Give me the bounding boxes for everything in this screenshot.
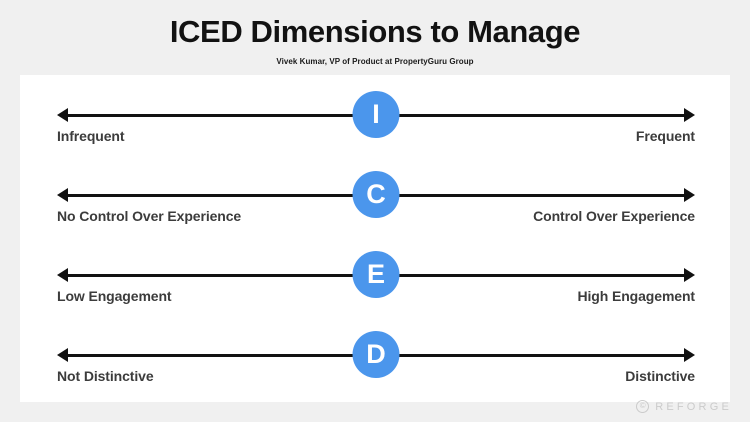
dimension-row-control: C No Control Over Experience Control Ove… bbox=[57, 158, 695, 228]
dimension-left-label: Not Distinctive bbox=[57, 368, 154, 384]
dimension-right-label: High Engagement bbox=[577, 288, 695, 304]
page-subtitle: Vivek Kumar, VP of Product at PropertyGu… bbox=[276, 56, 474, 66]
arrow-left-icon bbox=[57, 188, 68, 202]
dimension-right-label: Frequent bbox=[635, 128, 695, 144]
dimension-left-label: Low Engagement bbox=[57, 288, 172, 304]
arrow-left-icon bbox=[57, 108, 68, 122]
dimension-row-distinctiveness: D Not Distinctive Distinctive bbox=[57, 318, 695, 388]
dimension-badge-e: E bbox=[352, 251, 400, 298]
dimension-row-engagement: E Low Engagement High Engagement bbox=[57, 238, 695, 308]
dimension-row-infrequency: I Infrequent Frequent bbox=[57, 78, 695, 148]
dimension-left-label: No Control Over Experience bbox=[57, 208, 242, 224]
dimension-badge-i: I bbox=[352, 91, 400, 138]
arrow-right-icon bbox=[684, 108, 695, 122]
copyright-icon: © bbox=[636, 400, 650, 413]
dimension-badge-c: C bbox=[352, 171, 400, 218]
arrow-right-icon bbox=[684, 268, 695, 282]
dimension-right-label: Control Over Experience bbox=[533, 208, 695, 224]
diagram-card: I Infrequent Frequent C No Control Over … bbox=[20, 75, 730, 402]
dimension-badge-d: D bbox=[352, 331, 400, 378]
brand-name: REFORGE bbox=[655, 400, 732, 413]
brand-watermark: © REFORGE bbox=[636, 400, 732, 413]
arrow-left-icon bbox=[57, 268, 68, 282]
arrow-left-icon bbox=[57, 348, 68, 362]
arrow-right-icon bbox=[684, 188, 695, 202]
slide-header: ICED Dimensions to Manage Vivek Kumar, V… bbox=[0, 0, 750, 75]
dimension-list: I Infrequent Frequent C No Control Over … bbox=[20, 75, 730, 402]
arrow-right-icon bbox=[684, 348, 695, 362]
dimension-right-label: Distinctive bbox=[625, 368, 695, 384]
page-title: ICED Dimensions to Manage bbox=[169, 14, 581, 49]
dimension-left-label: Infrequent bbox=[57, 128, 125, 144]
